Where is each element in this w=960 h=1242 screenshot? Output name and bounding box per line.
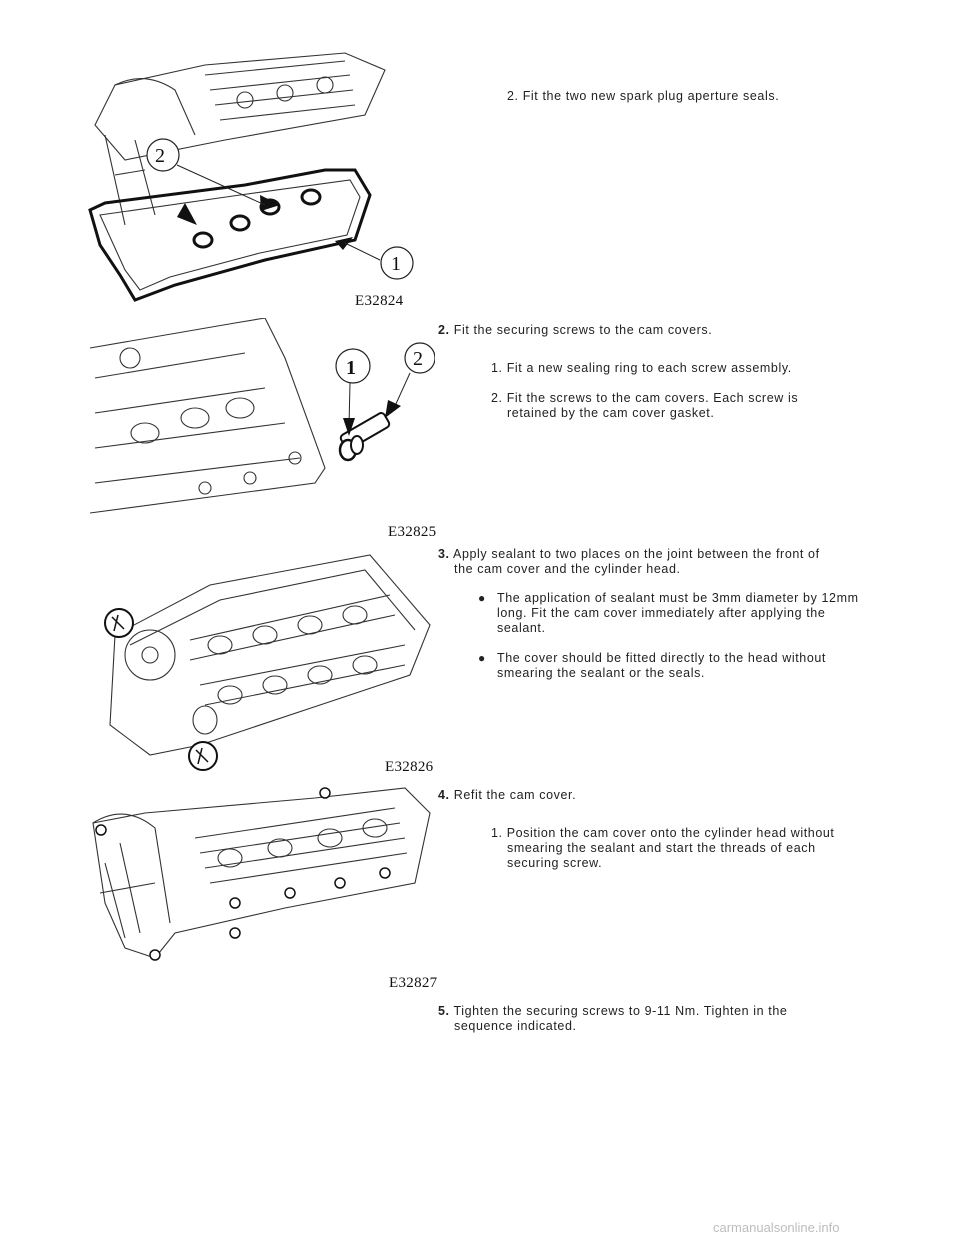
sealant-locations <box>104 608 218 771</box>
cam-cover-gasket-drawing: 2 1 <box>88 52 414 302</box>
step-1-sub-2: 2. Fit the two new spark plug aperture s… <box>507 89 780 103</box>
spark-plug-seals <box>192 188 322 249</box>
figure-fitted-cam-cover <box>85 783 440 978</box>
securing-screws <box>95 787 391 961</box>
step-5-number: 5. <box>438 1004 450 1018</box>
step-4-sub-1: 1. Position the cam cover onto the cylin… <box>491 826 835 870</box>
step-3-text: Apply sealant to two places on the joint… <box>453 547 820 576</box>
step-3-number: 3. <box>438 547 450 561</box>
figure-code-3: E32826 <box>385 759 434 775</box>
step-4-text: Refit the cam cover. <box>453 788 577 802</box>
figure-code-4: E32827 <box>389 975 438 991</box>
callout-2: 2 <box>155 145 165 167</box>
step-2-number: 2. <box>438 323 450 337</box>
figure-code-2: E32825 <box>388 524 437 540</box>
footer-watermark[interactable]: carmanualsonline.info <box>713 1220 840 1235</box>
fitted-cam-cover-drawing <box>92 787 431 961</box>
figure-cam-cover-gasket: 2 1 <box>85 45 435 315</box>
callout-2: 2 <box>413 348 423 370</box>
step-4: 4. Refit the cam cover. 1. Position the … <box>438 788 858 871</box>
step-3-bullet-1-text: The application of sealant must be 3mm d… <box>497 591 859 635</box>
step-2: 2. Fit the securing screws to the cam co… <box>438 323 858 421</box>
step-3-bullet-2-text: The cover should be fitted directly to t… <box>497 651 827 680</box>
cylinder-head-drawing <box>104 554 431 771</box>
figure-code-1: E32824 <box>355 293 404 309</box>
step-3: 3. Apply sealant to two places on the jo… <box>438 547 858 681</box>
callout-1: 1 <box>391 253 401 275</box>
step-2-sub-1: 1. Fit a new sealing ring to each screw … <box>491 361 792 375</box>
step-2-sub-2: 2. Fit the screws to the cam covers. Eac… <box>491 391 799 420</box>
screw-assembly-drawing: 1 2 <box>89 318 435 514</box>
step-4-number: 4. <box>438 788 450 802</box>
step-2-text: Fit the securing screws to the cam cover… <box>453 323 713 337</box>
callout-1: 1 <box>346 357 356 379</box>
figure-cylinder-head <box>90 545 440 775</box>
bullet-icon: ● <box>478 591 486 605</box>
figure-screw-assembly: 1 2 <box>85 318 435 533</box>
bullet-icon: ● <box>478 651 486 665</box>
step-5: 5. Tighten the securing screws to 9-11 N… <box>438 1004 858 1034</box>
step-3-bullet-1: ● The application of sealant must be 3mm … <box>438 591 867 636</box>
step-3-bullet-2: ● The cover should be fitted directly to … <box>438 651 857 681</box>
screw-with-sealing-ring <box>338 412 391 462</box>
step-5-text: Tighten the securing screws to 9-11 Nm. … <box>453 1004 788 1033</box>
